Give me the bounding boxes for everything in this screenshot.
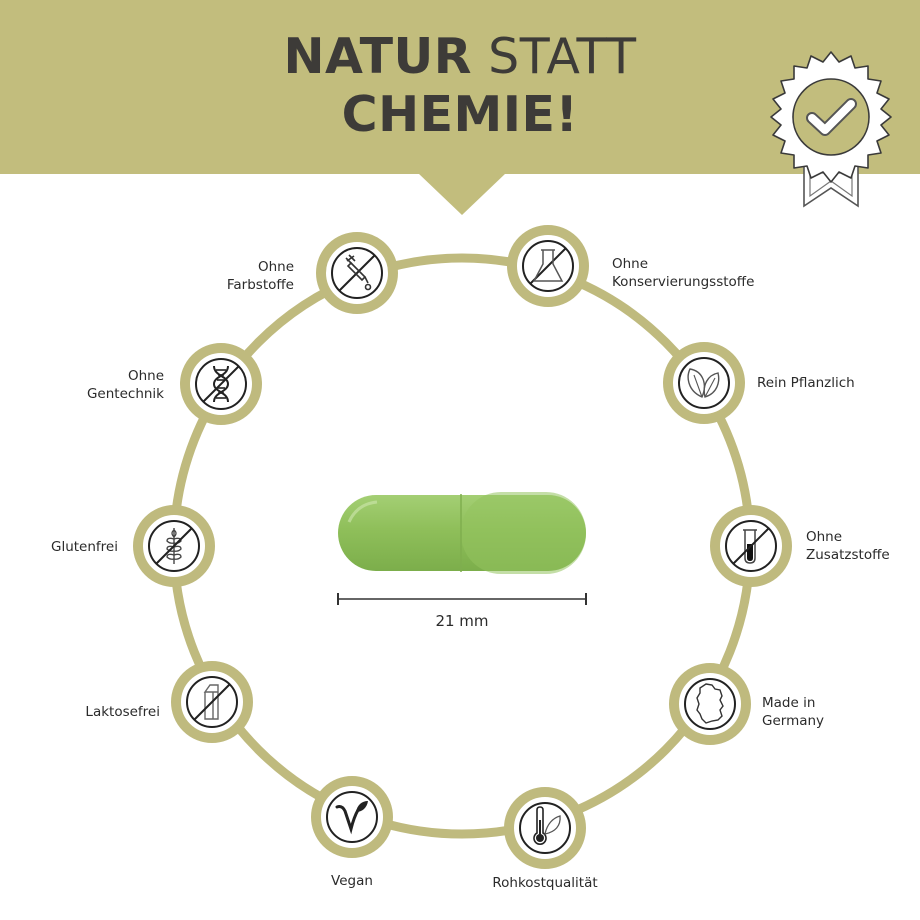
vegan-v-leaf-icon bbox=[326, 791, 378, 843]
label-line: Germany bbox=[762, 713, 825, 729]
label-line: Ohne bbox=[806, 529, 843, 545]
feature-label-farbstoffe: Ohne Farbstoffe bbox=[190, 258, 294, 294]
title-word-natur: NATUR bbox=[283, 28, 473, 85]
label-line: Laktosefrei bbox=[85, 704, 160, 720]
label-line: Gentechnik bbox=[86, 386, 164, 402]
no-dna-icon bbox=[195, 358, 247, 410]
feature-label-gluten: Glutenfrei bbox=[10, 538, 118, 556]
label-line: Made in bbox=[762, 695, 816, 711]
capsule-length-label: 21 mm bbox=[435, 612, 489, 630]
label-line: Rohkostqualität bbox=[492, 875, 598, 891]
label-line: Glutenfrei bbox=[51, 539, 118, 555]
leaves-icon bbox=[678, 357, 730, 409]
no-flask-icon bbox=[522, 240, 574, 292]
label-line: Zusatzstoffe bbox=[806, 547, 890, 563]
label-line: Ohne bbox=[127, 368, 164, 384]
header-banner bbox=[0, 0, 920, 174]
label-line: Konservierungsstoffe bbox=[612, 274, 755, 290]
no-milk-carton-icon bbox=[186, 676, 238, 728]
quality-seal-check-icon bbox=[770, 51, 892, 208]
feature-label-laktose: Laktosefrei bbox=[40, 703, 160, 721]
thermometer-leaf-icon bbox=[519, 802, 571, 854]
capsule-image bbox=[338, 492, 586, 574]
label-line: Rein Pflanzlich bbox=[757, 375, 855, 391]
feature-label-gentechnik: Ohne Gentechnik bbox=[50, 367, 164, 403]
feature-label-zusatzstoffe: Ohne Zusatzstoffe bbox=[806, 528, 890, 564]
feature-label-germany: Made in Germany bbox=[762, 694, 824, 730]
no-dropper-icon bbox=[331, 247, 383, 299]
no-wheat-icon bbox=[148, 520, 200, 572]
label-line: Vegan bbox=[331, 873, 373, 889]
feature-label-konservierung: Ohne Konservierungsstoffe bbox=[612, 255, 754, 291]
label-line: Ohne bbox=[612, 256, 649, 272]
banner-pointer bbox=[418, 173, 506, 215]
germany-map-icon bbox=[684, 678, 736, 730]
label-line: Ohne bbox=[257, 259, 294, 275]
feature-label-vegan: Vegan bbox=[302, 872, 402, 890]
page-title: NATUR STATT CHEMIE! bbox=[0, 28, 920, 144]
label-line: Farbstoffe bbox=[226, 277, 294, 293]
title-word-statt: STATT bbox=[488, 28, 637, 85]
feature-label-rohkost: Rohkostqualität bbox=[470, 874, 620, 892]
feature-label-pflanzlich: Rein Pflanzlich bbox=[757, 374, 855, 392]
no-test-tube-icon bbox=[725, 520, 777, 572]
length-dimension-line bbox=[337, 593, 587, 605]
title-word-chemie: CHEMIE! bbox=[341, 86, 579, 143]
